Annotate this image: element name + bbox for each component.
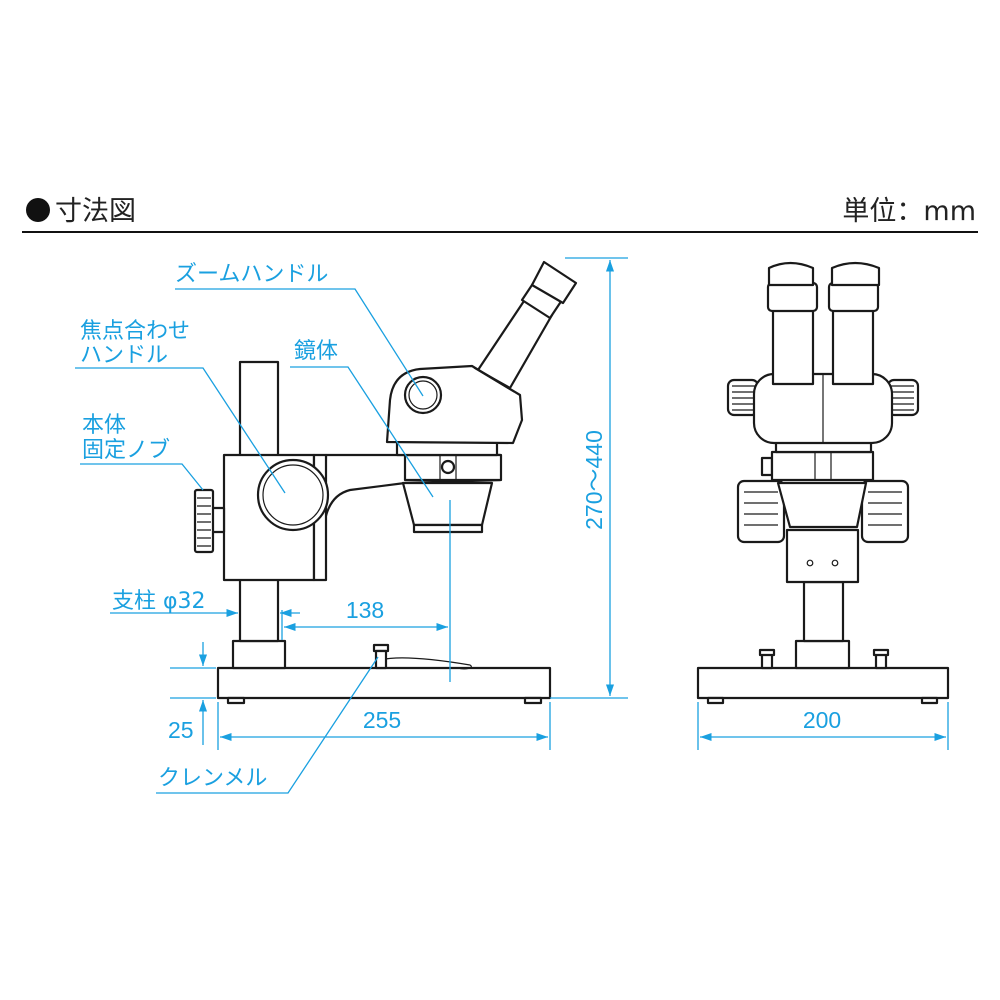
dim-base-depth: 255: [363, 707, 401, 733]
eyepiece-cup: [530, 260, 578, 305]
dim-offset: 138: [346, 597, 384, 623]
eyepiece-left: [771, 308, 815, 386]
foot: [523, 696, 543, 705]
page-title: 寸法図: [55, 196, 136, 227]
base-plate-front: [696, 666, 950, 700]
focus-knob-left: [736, 479, 786, 544]
label-clamp: クレンメル: [158, 766, 267, 791]
side-annotations: ズームハンドル 焦点合わせ ハンドル 鏡体 本体 固定ノブ 270～440 13…: [75, 257, 628, 794]
label-fix-knob-2: 固定ノブ: [82, 438, 170, 463]
front-view: [696, 261, 950, 705]
front-annotations: 200: [697, 702, 949, 750]
fix-knob: [193, 488, 215, 554]
label-focus-handle-2: ハンドル: [80, 343, 168, 368]
pillar-front: [802, 580, 845, 643]
eyepiece-right: [831, 308, 875, 386]
header: 寸法図 単位：mm: [22, 196, 978, 233]
focus-knob: [256, 458, 330, 532]
bullet-icon: [26, 198, 50, 222]
unit-label: 単位：mm: [842, 196, 976, 227]
label-body: 鏡体: [294, 339, 338, 364]
dim-base-width: 200: [803, 707, 841, 733]
label-focus-handle-1: 焦点合わせ: [80, 319, 190, 344]
base-plate: [216, 666, 552, 700]
label-zoom-handle: ズームハンドル: [175, 262, 328, 287]
pillar-bottom-block: [231, 639, 287, 670]
dim-height: 270～440: [581, 430, 607, 530]
zoom-ring-front: [770, 450, 875, 482]
side-view: [193, 260, 578, 705]
clamp: [372, 643, 472, 670]
foot: [226, 696, 246, 705]
label-pillar: 支柱 φ32: [112, 589, 206, 614]
body-block-front: [785, 528, 860, 584]
dim-base-thickness: 25: [168, 717, 194, 743]
objective: [401, 481, 494, 527]
focus-knob-right: [860, 479, 910, 544]
label-fix-knob-1: 本体: [82, 413, 126, 438]
